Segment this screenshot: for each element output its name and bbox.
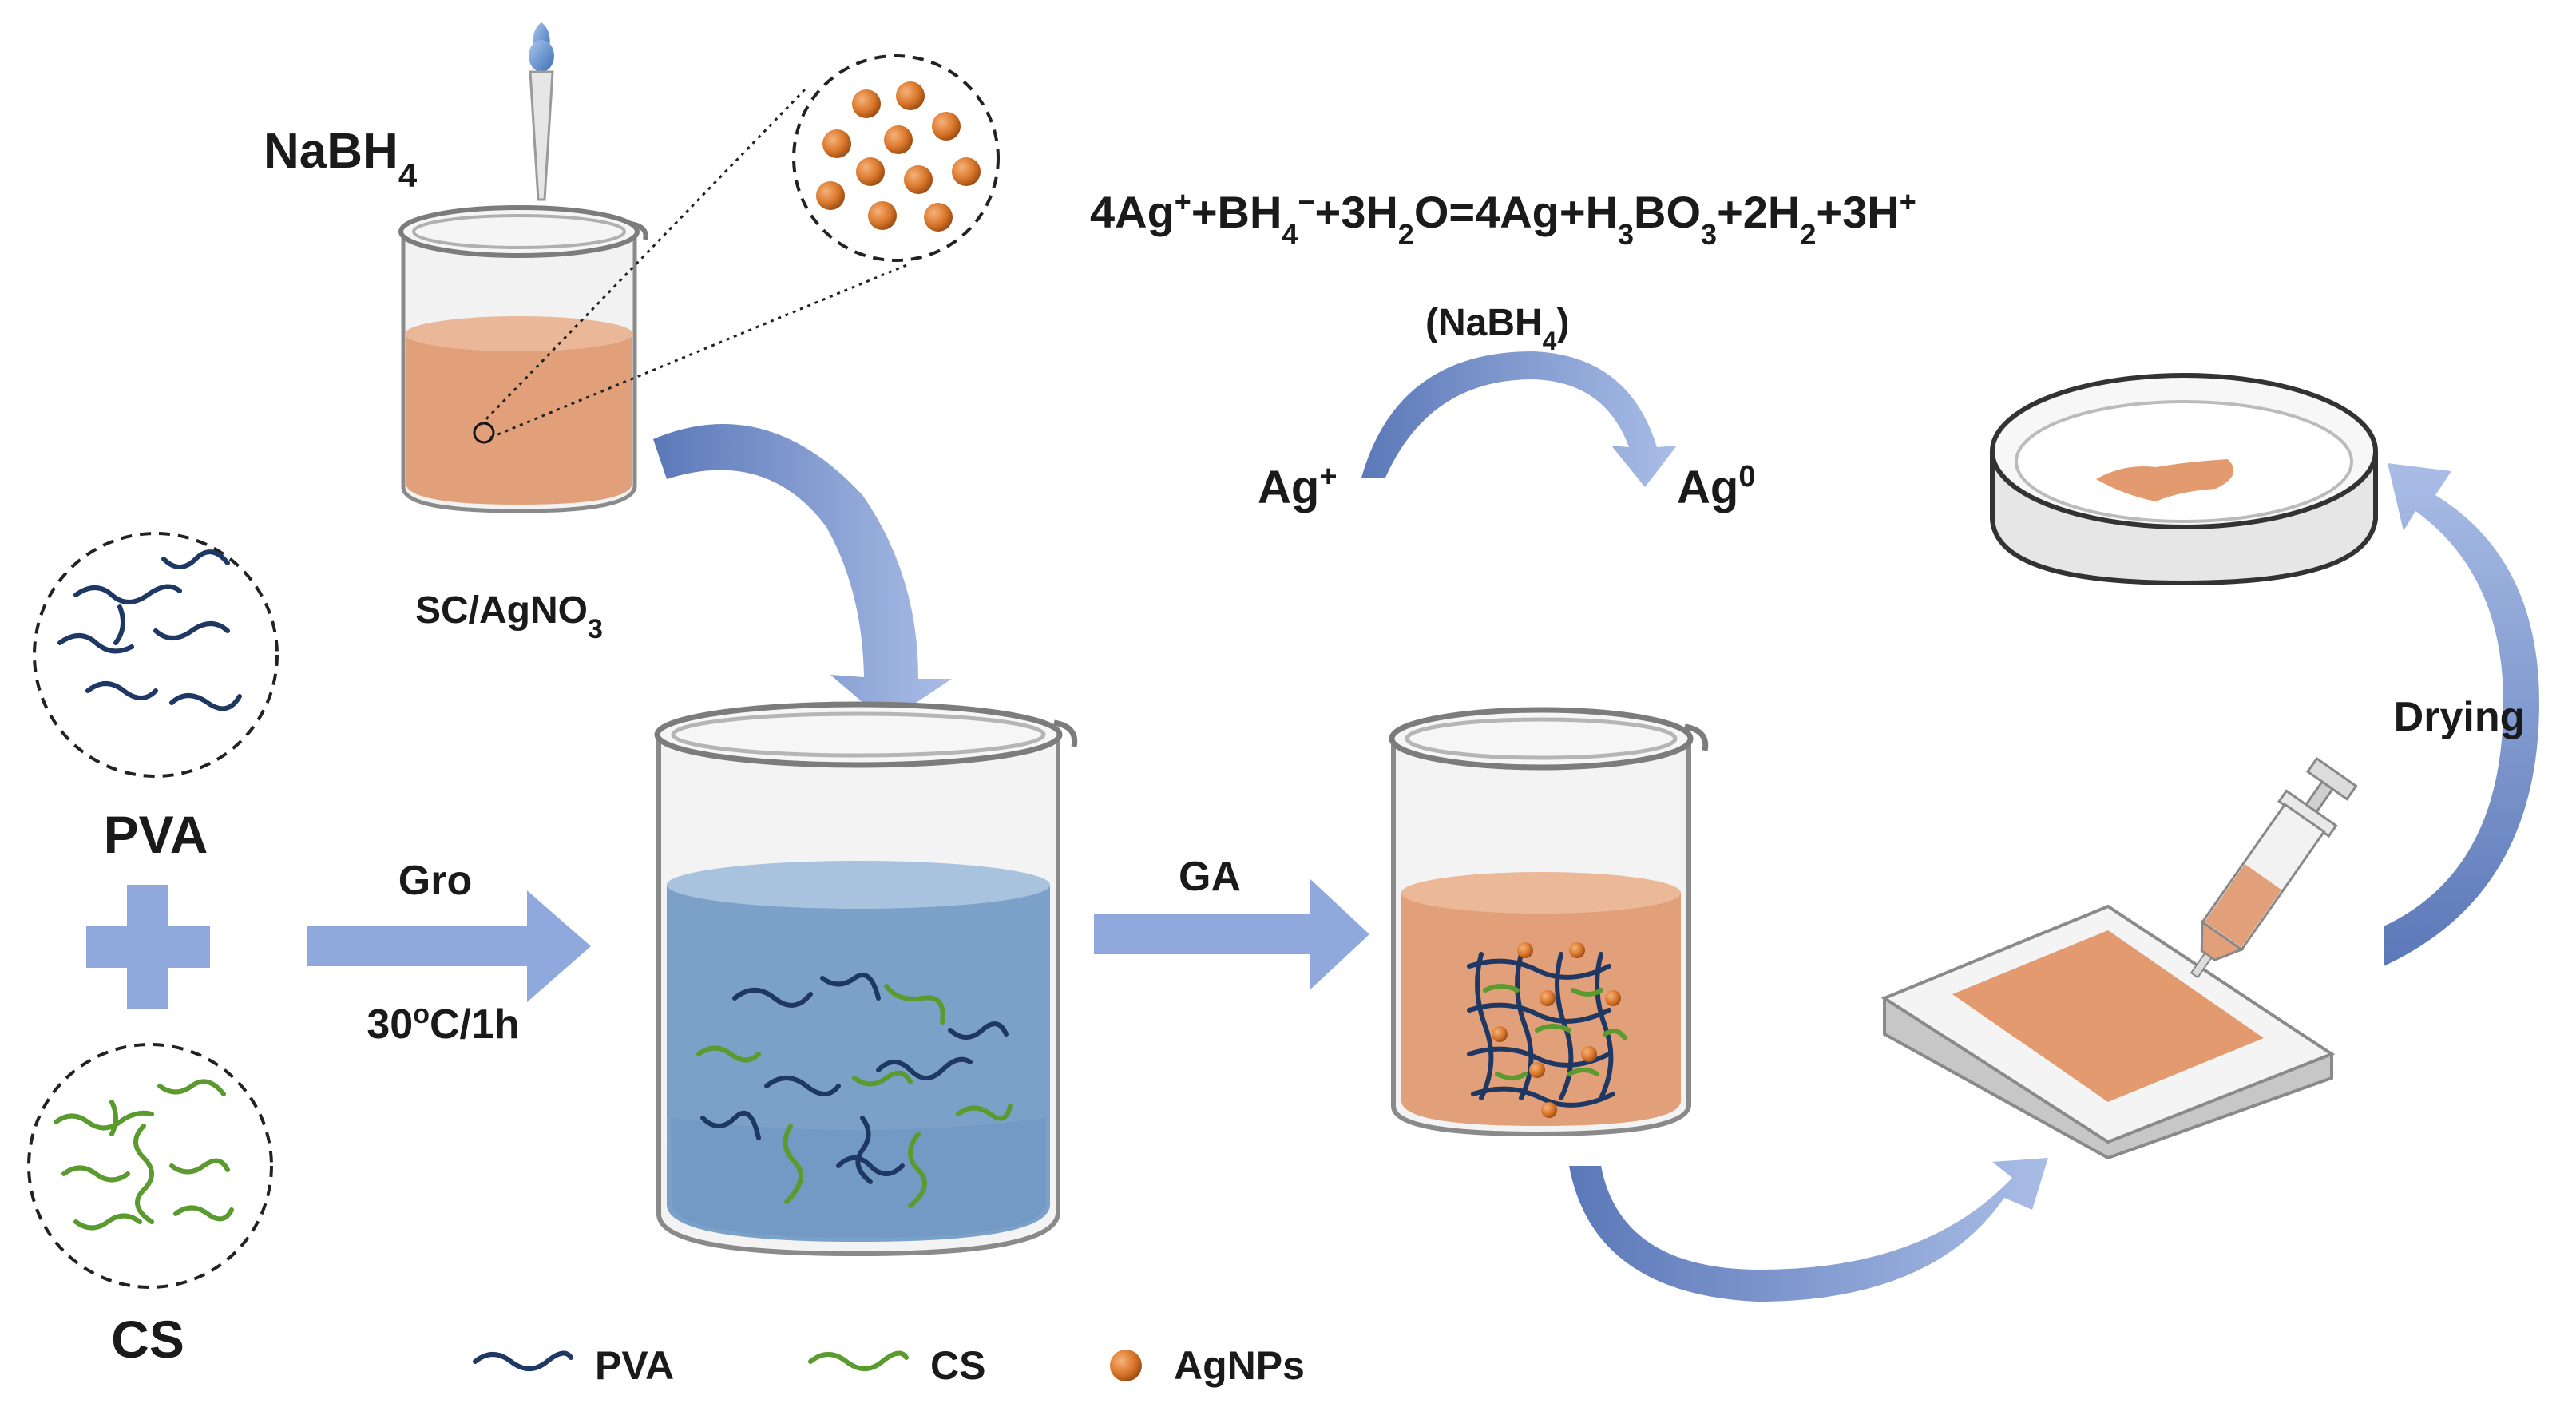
- plus-icon: [86, 885, 210, 1009]
- pipette-icon: [529, 22, 554, 201]
- legend-agnps-label: AgNPs: [1174, 1343, 1305, 1388]
- zoom-origin-icon: [473, 422, 495, 444]
- zoom-line-icon: [479, 86, 808, 426]
- ag-ion-label: Ag+: [1258, 460, 1338, 513]
- reaction-equation: 4Ag++BH4−+3H2O=4Ag+H3BO3+2H2+3H+: [1090, 185, 1916, 251]
- ga-label: GA: [1179, 854, 1241, 900]
- ag-zero-label: Ag0: [1677, 460, 1755, 513]
- agnp-cluster-icon: [1492, 942, 1621, 1118]
- legend-agnp-swatch-icon: [1110, 1350, 1142, 1381]
- legend-pva-label: PVA: [595, 1343, 674, 1388]
- petri-dish-icon: [1990, 373, 2378, 586]
- nabh4-label: NaBH4: [264, 124, 418, 194]
- gro-label: Gro: [398, 858, 472, 904]
- pva-chains-icon: [700, 972, 1009, 1184]
- condition-label: 30oC/1h: [367, 999, 519, 1048]
- large-beaker-icon: [654, 701, 1078, 1257]
- legend: PVA CS AgNPs: [473, 1343, 1305, 1388]
- small-beaker-icon: [398, 205, 648, 513]
- nabh4-catalyst-label: (NaBH4): [1425, 302, 1569, 355]
- casting-arrow-icon: [1569, 1158, 2048, 1302]
- transfer-arrow-icon: [653, 424, 952, 723]
- reduction-arrow-icon: [1361, 351, 1677, 487]
- syringe-icon: [2190, 756, 2358, 979]
- cs-label: CS: [111, 1310, 184, 1369]
- pva-chains-icon: [57, 549, 242, 712]
- mold-plate-icon: [1880, 904, 2336, 1160]
- cs-chains-icon: [54, 1079, 234, 1231]
- sc-agno3-label: SC/AgNO3: [415, 589, 603, 644]
- pva-circle: [33, 532, 279, 778]
- agnp-cluster-icon: [816, 81, 981, 232]
- agnp-zoom-circle: [792, 54, 1000, 262]
- ga-arrow-icon: [1094, 878, 1369, 990]
- crosslinked-beaker-icon: [1389, 707, 1709, 1137]
- cs-chains-icon: [696, 984, 1013, 1208]
- drying-label: Drying: [2394, 694, 2526, 740]
- drying-arrow-icon: [2384, 463, 2539, 966]
- hydrogel-network-icon: [1467, 942, 1627, 1118]
- gro-arrow-icon: [307, 890, 591, 1002]
- pva-label: PVA: [104, 805, 208, 864]
- legend-cs-swatch-icon: [808, 1350, 909, 1371]
- legend-pva-swatch-icon: [473, 1350, 573, 1371]
- legend-cs-label: CS: [930, 1343, 985, 1388]
- cs-circle: [27, 1043, 273, 1289]
